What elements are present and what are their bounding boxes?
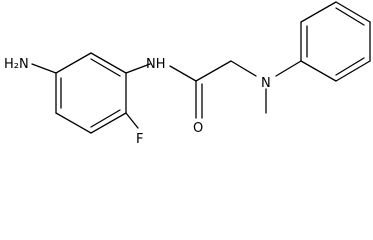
bond	[195, 60, 232, 82]
aminofluorophenyl-ring	[55, 52, 127, 134]
bond	[300, 1, 337, 23]
bond	[31, 63, 57, 74]
double-bond	[90, 109, 121, 128]
bond	[300, 60, 337, 82]
bond	[125, 112, 139, 129]
double-bond	[335, 7, 365, 26]
tertiary-nitrogen-label: N	[261, 76, 271, 91]
amine-label: H₂N	[4, 57, 29, 72]
bond	[275, 60, 302, 77]
bond	[125, 63, 151, 74]
bond	[55, 52, 92, 74]
bond	[335, 1, 371, 23]
carbonyl-oxygen-label: O	[193, 121, 203, 136]
bond	[335, 60, 371, 82]
bond	[55, 112, 92, 134]
bond	[230, 60, 257, 77]
amide-nh-label: NH	[146, 57, 166, 72]
bond	[90, 52, 127, 74]
double-bond	[90, 58, 121, 77]
structure-canvas: H₂N NH O F N	[4, 1, 371, 147]
double-bond	[335, 57, 365, 76]
bond	[90, 112, 127, 134]
phenyl-ring	[300, 1, 371, 82]
fluorine-label: F	[136, 132, 143, 147]
bond	[169, 65, 197, 82]
